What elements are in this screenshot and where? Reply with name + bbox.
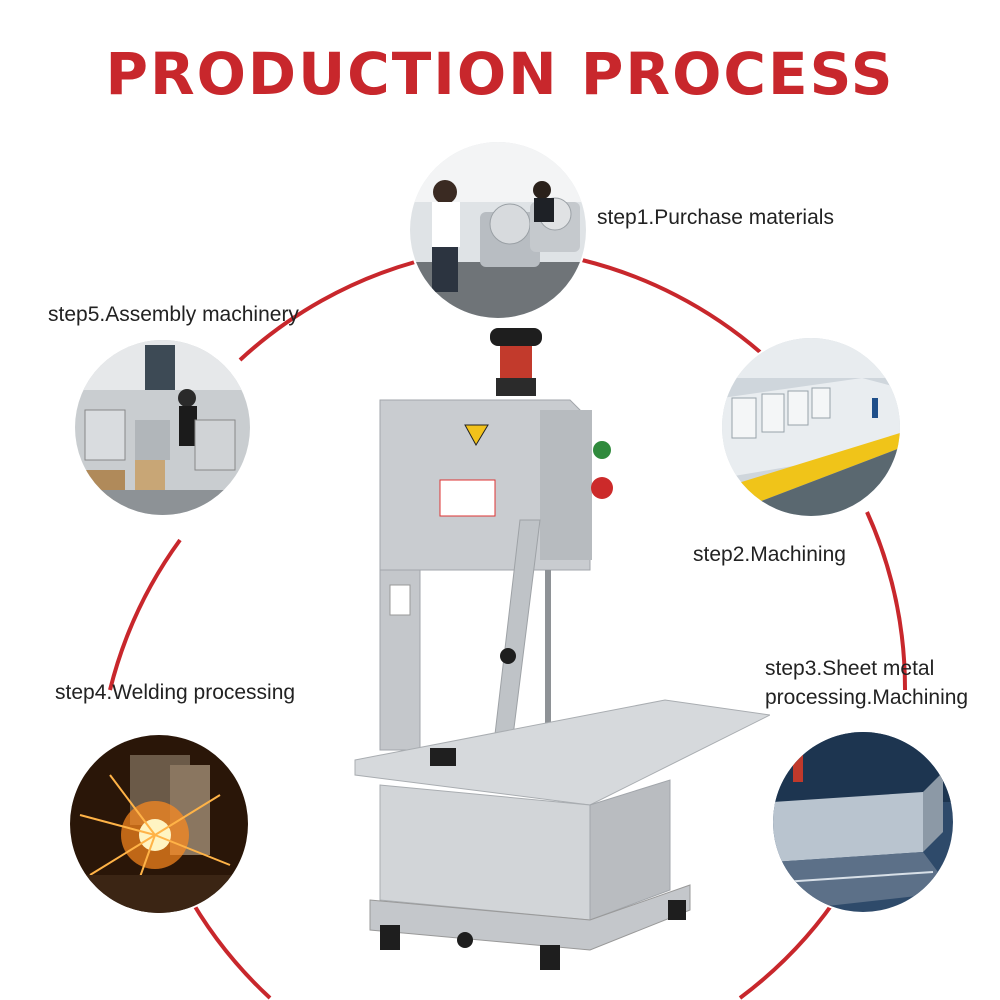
tension-knob [490, 328, 542, 346]
ring-segment-1-2 [581, 258, 762, 354]
ring-segment-2-3 [865, 511, 908, 691]
stop-button [591, 477, 613, 499]
fence-knob [430, 748, 456, 766]
ring-segment-1-5 [238, 260, 416, 362]
guide-knob [500, 648, 516, 664]
start-button [593, 441, 611, 459]
step3-label-line2: processing.Machining [765, 686, 969, 709]
tension-spring [500, 346, 532, 380]
foot [668, 900, 686, 920]
step2-photo [722, 338, 900, 516]
step1-label: step1.Purchase materials [597, 206, 834, 229]
saw-blade [545, 570, 551, 750]
foot [380, 925, 400, 950]
warning-sign [464, 424, 489, 447]
side-panel [540, 410, 592, 560]
lower-cabinet [379, 784, 591, 921]
page-title: PRODUCTION PROCESS [105, 40, 895, 108]
step3-label: step3.Sheet metal processing.Machining [765, 654, 968, 712]
step4-label: step4.Welding processing [55, 681, 296, 704]
step5-photo [75, 340, 250, 515]
work-table [354, 699, 770, 806]
step4-photo [70, 735, 248, 913]
foot [540, 945, 560, 970]
step3-photo [773, 732, 953, 912]
ring-segment-5-4 [108, 538, 182, 691]
safety-label [439, 479, 496, 517]
step5-label: step5.Assembly machinery [48, 303, 299, 326]
step1-photo [410, 142, 586, 318]
base [369, 884, 691, 951]
step2-label: step2.Machining [693, 543, 846, 566]
bone-saw-machine [354, 328, 770, 970]
step3-label-line1: step3.Sheet metal [765, 657, 935, 680]
